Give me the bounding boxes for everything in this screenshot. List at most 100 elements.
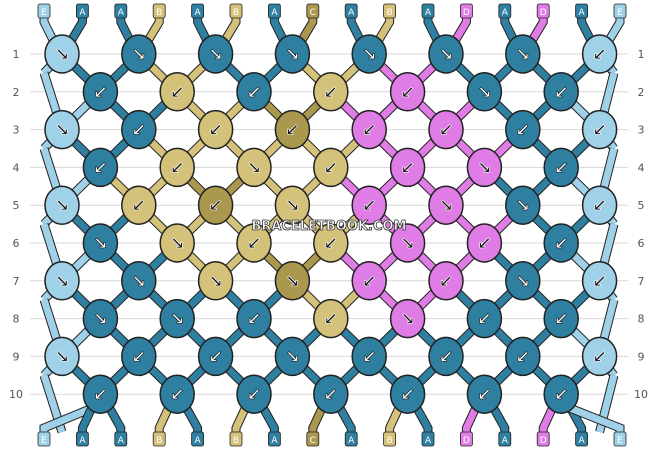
strand-label-top-bg	[229, 3, 243, 19]
knot	[581, 109, 618, 150]
knot-arrow-icon: ↙	[132, 196, 146, 216]
knot	[274, 336, 311, 377]
strand-label-bottom-bg	[37, 431, 51, 447]
knot-arrow-icon: ↙	[400, 385, 414, 405]
knot	[313, 72, 349, 112]
strand-label-top: A	[271, 8, 278, 18]
row-label-left: 7	[13, 275, 20, 288]
knot	[236, 298, 272, 339]
knot	[44, 34, 80, 74]
row-label-left: 10	[9, 388, 23, 401]
strand-label-top-bg	[76, 3, 89, 19]
knot	[159, 223, 195, 263]
knot-arrow-icon: ↘	[132, 272, 146, 292]
row-label-left: 8	[13, 313, 20, 326]
knot-arrow-icon: ↘	[285, 272, 299, 292]
knot-arrow-icon: ↘	[170, 310, 184, 330]
strand-label-bottom: D	[540, 436, 547, 446]
knot-arrow-icon: ↙	[439, 347, 453, 367]
knot-arrow-icon: ↙	[324, 234, 338, 254]
strand-label-top: E	[617, 8, 623, 18]
row-label-left: 1	[13, 48, 20, 61]
knot	[428, 109, 464, 150]
knot-arrow-icon: ↘	[55, 347, 69, 367]
knot-arrow-icon: ↘	[516, 272, 530, 292]
knot-arrow-icon: ↘	[55, 121, 69, 141]
knot-arrow-icon: ↘	[93, 310, 107, 330]
knot	[351, 336, 387, 377]
knot-arrow-icon: ↘	[516, 196, 530, 216]
knot-arrow-icon: ↙	[170, 83, 184, 103]
knot-arrow-icon: ↘	[400, 234, 414, 254]
knot	[389, 298, 426, 339]
strand-label-bottom: B	[233, 436, 239, 446]
knot-arrow-icon: ↙	[592, 121, 606, 141]
strand-label-top: A	[195, 8, 202, 18]
knot-arrow-icon: ↙	[554, 158, 568, 178]
knot	[44, 109, 80, 150]
row-label-right: 4	[638, 161, 645, 174]
knot-arrow-icon: ↙	[362, 347, 376, 367]
knot-arrow-icon: ↙	[285, 121, 299, 141]
knot-arrow-icon: ↘	[55, 272, 69, 292]
knot-arrow-icon: ↙	[400, 83, 414, 103]
strand-label-top-bg	[152, 3, 166, 19]
knot	[44, 336, 80, 377]
knot	[389, 374, 426, 414]
knot-arrow-icon: ↙	[592, 272, 606, 292]
knot	[82, 223, 119, 263]
knot	[543, 223, 579, 263]
knot	[274, 34, 311, 74]
knot-arrow-icon: ↙	[477, 310, 491, 330]
knot-arrow-icon: ↙	[208, 121, 222, 141]
row-label-right: 1	[638, 48, 645, 61]
knot	[236, 147, 272, 188]
knot	[351, 34, 387, 74]
row-label-right: 8	[638, 313, 645, 326]
knot	[121, 109, 157, 150]
strand-label-bottom-bg	[459, 431, 473, 447]
knot-arrow-icon: ↙	[324, 310, 338, 330]
knot	[159, 72, 195, 112]
knot	[581, 34, 618, 74]
knot-arrow-icon: ↘	[362, 45, 376, 65]
knot-arrow-icon: ↙	[400, 158, 414, 178]
knot-arrow-icon: ↘	[477, 158, 491, 178]
strand-label-bottom-bg	[267, 431, 281, 447]
strand-label-top: A	[502, 8, 509, 18]
row-label-right: 3	[638, 124, 645, 137]
knot-arrow-icon: ↙	[477, 385, 491, 405]
knot	[121, 261, 157, 301]
row-label-right: 10	[634, 388, 648, 401]
knot	[428, 261, 464, 301]
knot	[82, 147, 119, 188]
row-label-left: 2	[13, 86, 20, 99]
knot-arrow-icon: ↙	[362, 121, 376, 141]
strand-label-bottom: B	[387, 436, 393, 446]
knot-arrow-icon: ↘	[285, 347, 299, 367]
knot	[428, 336, 464, 377]
knot	[428, 34, 464, 74]
knot	[159, 298, 195, 339]
knot-arrow-icon: ↙	[439, 121, 453, 141]
strand-label-top: D	[463, 8, 470, 18]
knot	[505, 185, 541, 225]
strand-label-top-bg	[383, 3, 397, 19]
knot	[313, 298, 349, 339]
strand-label-top-bg	[114, 3, 128, 19]
strand-label-top-bg	[575, 3, 588, 19]
strand-label-top: A	[579, 8, 586, 18]
knot	[274, 185, 311, 225]
strand-label-top-bg	[306, 3, 320, 19]
knot-arrow-icon: ↙	[554, 385, 568, 405]
watermark-text: BRACELETBOOK.COM	[252, 219, 407, 234]
knot-arrow-icon: ↙	[592, 196, 606, 216]
knot	[197, 109, 234, 150]
strand-label-bottom-bg	[306, 431, 320, 447]
knot-arrow-icon: ↘	[55, 45, 69, 65]
knot-arrow-icon: ↙	[439, 272, 453, 292]
knot-arrow-icon: ↙	[324, 158, 338, 178]
strand-label-bottom-bg	[76, 431, 89, 447]
strand-label-bottom-bg	[536, 431, 550, 447]
